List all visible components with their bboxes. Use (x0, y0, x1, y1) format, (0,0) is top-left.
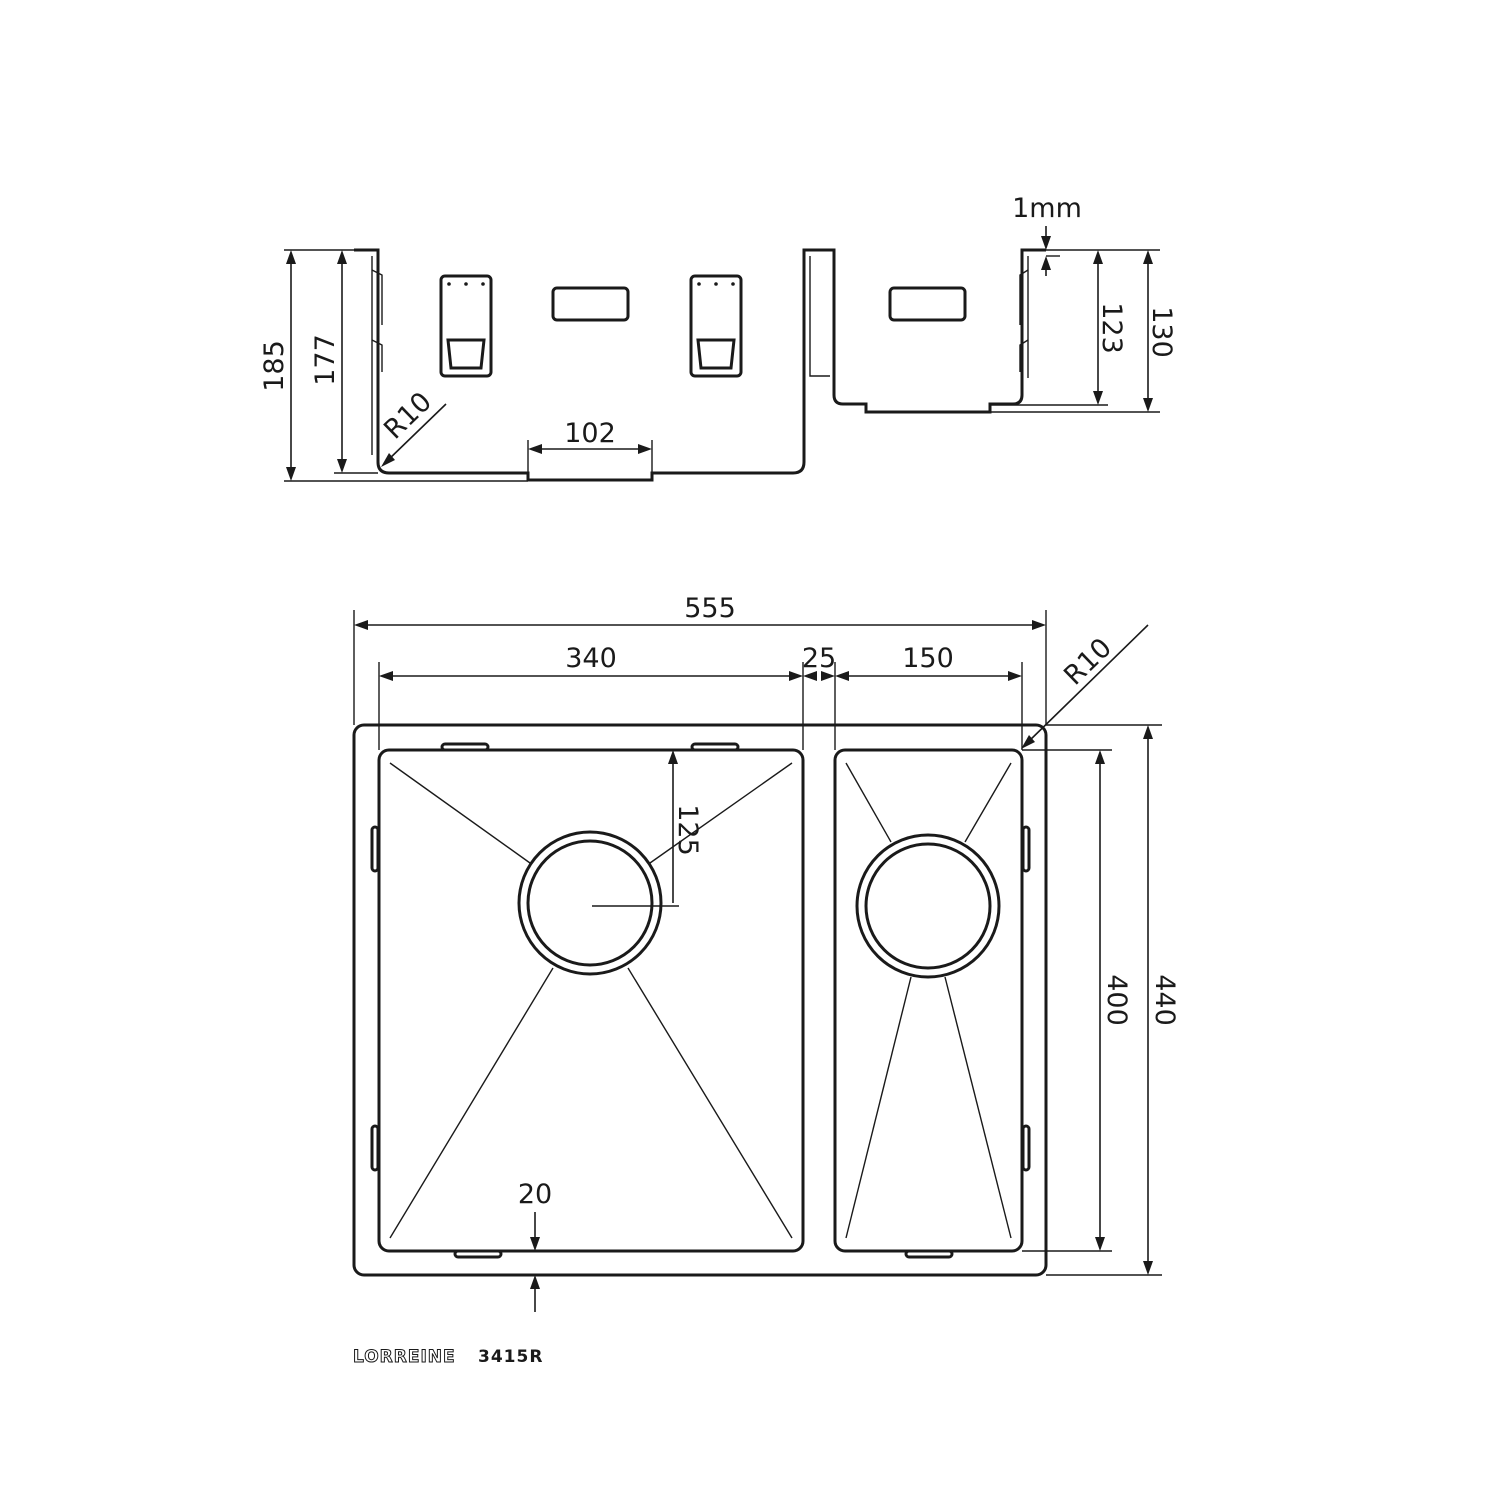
dim-400: 400 (1101, 974, 1132, 1026)
dim-555: 555 (684, 593, 736, 624)
overflow-slot-small (888, 286, 967, 322)
dim-25: 25 (802, 643, 836, 674)
dim-440: 440 (1149, 974, 1180, 1026)
dim-150: 150 (902, 643, 954, 674)
dim-130: 130 (1146, 306, 1177, 358)
dim-1mm: 1mm (1012, 193, 1082, 224)
dim-125: 125 (672, 804, 703, 856)
dim-20: 20 (518, 1179, 552, 1210)
main-bowl-profile (354, 248, 1046, 482)
side-view: 185 177 R10 102 1mm 123 130 (259, 193, 1177, 482)
main-bowl (377, 748, 805, 1253)
brand-name: LORREINE (353, 1347, 456, 1367)
model-number: 3415R (478, 1347, 543, 1367)
top-view: 125 555 340 25 150 R10 (352, 593, 1180, 1312)
dim-340: 340 (565, 643, 617, 674)
dim-185: 185 (259, 340, 290, 392)
bracket-right (689, 274, 743, 378)
outer-rim (352, 723, 1048, 1277)
clip-group (370, 742, 1031, 1259)
dim-r10-top: R10 (1058, 632, 1118, 691)
small-drain (855, 833, 1001, 979)
main-drain (517, 830, 663, 976)
overflow-slot-main (551, 286, 630, 322)
dim-123: 123 (1096, 302, 1127, 354)
dim-177: 177 (310, 334, 341, 386)
small-bowl (833, 748, 1024, 1253)
dim-r10-side: R10 (378, 386, 438, 445)
brand-label: LORREINE 3415R (353, 1347, 543, 1368)
bracket-left (439, 274, 493, 378)
dim-102: 102 (564, 418, 616, 449)
